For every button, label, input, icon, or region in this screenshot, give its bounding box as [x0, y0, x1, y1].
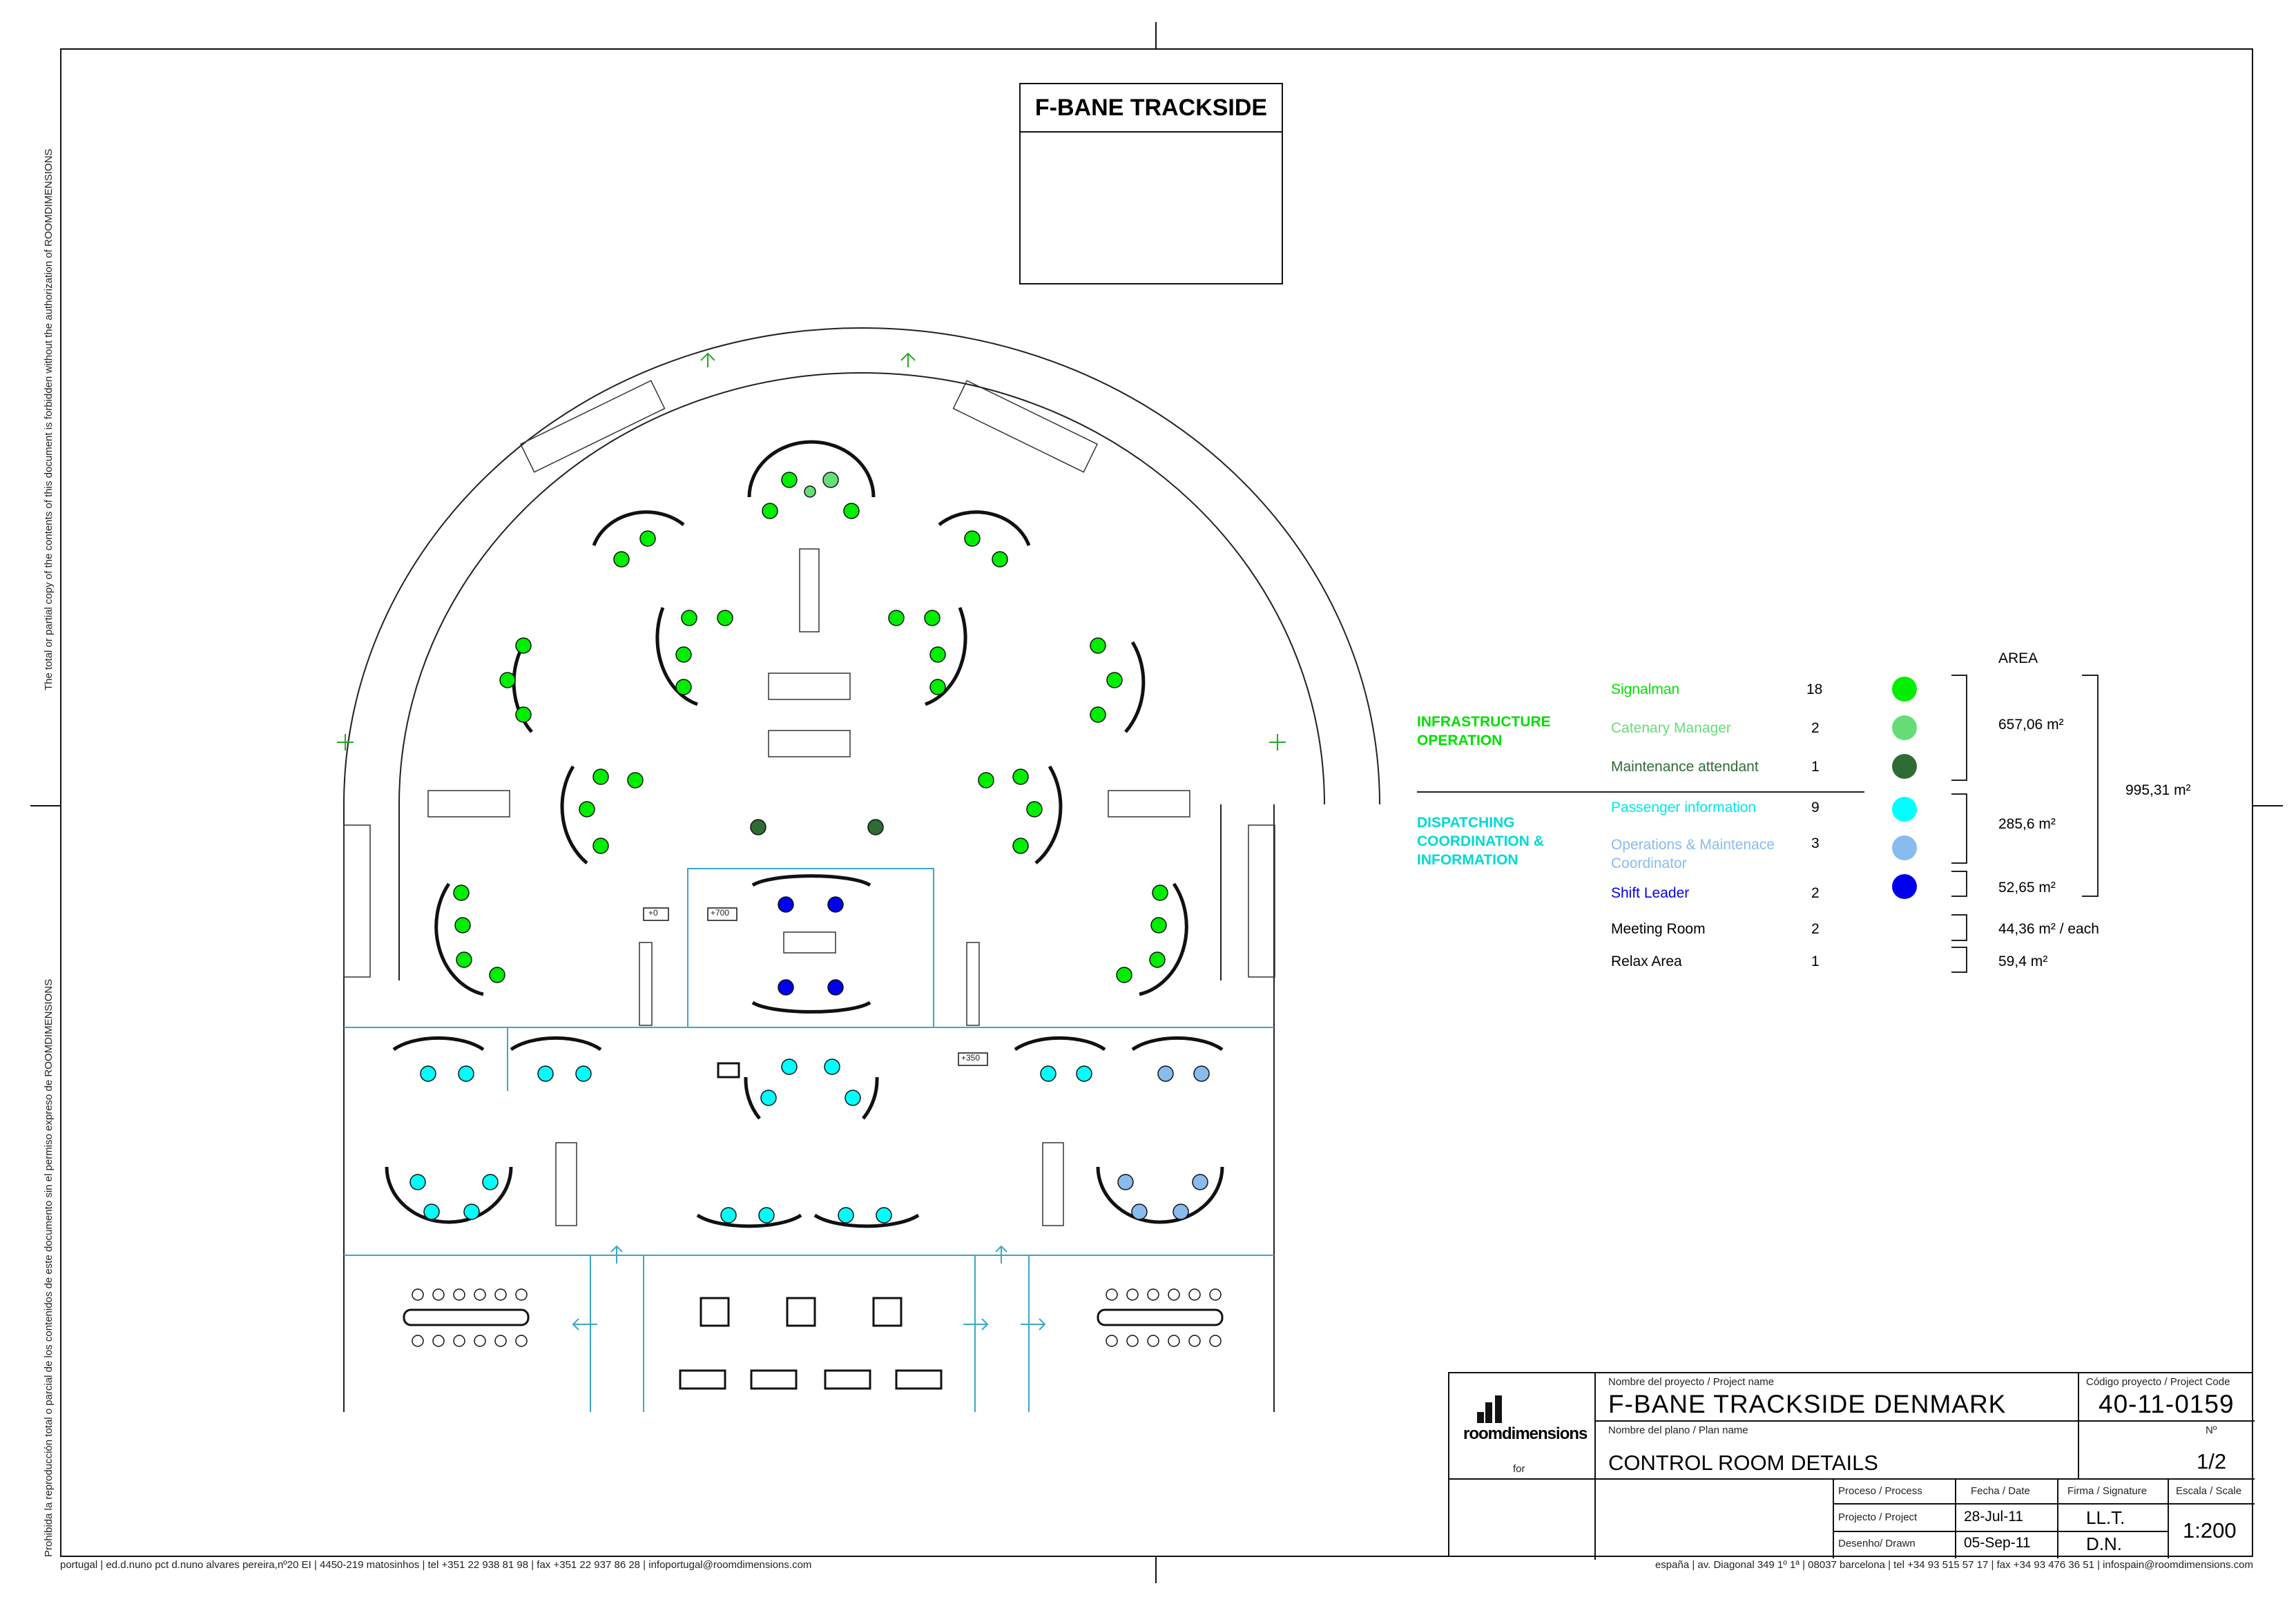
- for-label: for: [1513, 1463, 1525, 1475]
- date-row: 05-Sep-11: [1964, 1535, 2031, 1551]
- legend-color-swatch: [1892, 874, 1917, 899]
- legend-role-name: Maintenance attendant: [1611, 759, 1759, 775]
- legend-role-count: 18: [1806, 681, 1823, 697]
- level-mark: +350: [961, 1053, 981, 1063]
- company-logo-text: roomdimensions: [1463, 1424, 1588, 1443]
- center-mark-right: [2253, 805, 2283, 806]
- legend-color-swatch: [1892, 797, 1917, 822]
- sheet-title-box: F-BANE TRACKSIDE: [1019, 83, 1283, 284]
- legend-role-name: Passenger information: [1611, 800, 1757, 815]
- level-mark: +700: [711, 908, 730, 918]
- legend-role-name: Relax Area: [1611, 954, 1682, 969]
- scale-label: Escala / Scale: [2176, 1485, 2242, 1497]
- drawing-frame: [60, 48, 2253, 1557]
- plan-name: CONTROL ROOM DETAILS: [1608, 1451, 1878, 1475]
- signature-row: LL.T.: [2086, 1507, 2125, 1528]
- process-label: Proceso / Process: [1838, 1485, 1922, 1497]
- signature-label: Firma / Signature: [2067, 1485, 2148, 1497]
- legend-role-name: Operations & Maintenace Coordinator: [1611, 837, 1775, 871]
- project-name-label: Nombre del proyecto / Project name: [1608, 1376, 1775, 1388]
- company-logo: roomdimensions: [1458, 1393, 1588, 1448]
- legend-area-value: 52,65 m²: [1998, 880, 2056, 896]
- legend-role-count: 1: [1811, 954, 1820, 969]
- plan-name-label: Nombre del plano / Plan name: [1608, 1424, 1748, 1436]
- inner-dome-wall: [398, 372, 1325, 805]
- legend-area-value: 285,6 m²: [1998, 816, 2056, 832]
- legend-area-value: 657,06 m²: [1998, 717, 2064, 733]
- date-label: Fecha / Date: [1971, 1485, 2030, 1497]
- legend-role-count: 2: [1811, 885, 1820, 901]
- process-row: Desenho/ Drawn: [1838, 1538, 1916, 1549]
- legend-area-value: 59,4 m²: [1998, 954, 2048, 969]
- level-mark: +0: [648, 908, 658, 918]
- project-code-label: Código proyecto / Project Code: [2086, 1376, 2230, 1388]
- legend-role-count: 2: [1811, 921, 1820, 937]
- signature-row: D.N.: [2086, 1534, 2122, 1554]
- sheet-number: 1/2: [2197, 1449, 2227, 1473]
- legend-category-infrastructure: INFRASTRUCTURE OPERATION: [1417, 714, 1551, 748]
- legend-color-swatch: [1892, 715, 1917, 740]
- legend-role-name: Meeting Room: [1611, 921, 1706, 937]
- legend-role-count: 1: [1811, 759, 1820, 775]
- project-name: F-BANE TRACKSIDE DENMARK: [1608, 1390, 2007, 1418]
- legend-role-name: Shift Leader: [1611, 885, 1690, 901]
- footer-portugal: portugal | ed.d.nuno pct d.nuno alvares …: [60, 1559, 812, 1571]
- center-mark-left: [30, 805, 60, 806]
- legend-area-total: 995,31 m²: [2125, 782, 2191, 798]
- legend-area-header: AREA: [1998, 650, 2038, 666]
- number-label: Nº: [2206, 1424, 2217, 1436]
- scale-value: 1:200: [2183, 1518, 2237, 1543]
- legend-category-dispatching: DISPATCHING COORDINATION & INFORMATION: [1417, 815, 1544, 868]
- sheet-title: F-BANE TRACKSIDE: [1021, 84, 1282, 133]
- footer-spain: españa | av. Diagonal 349 1º 1ª | 08037 …: [1655, 1559, 2253, 1571]
- legend-role-name: Signalman: [1611, 681, 1680, 697]
- legend-role-name: Catenary Manager: [1611, 720, 1731, 736]
- date-row: 28-Jul-11: [1964, 1509, 2023, 1525]
- outer-dome-wall: [343, 327, 1380, 805]
- process-row: Projecto / Project: [1838, 1511, 1918, 1523]
- project-code: 40-11-0159: [2099, 1390, 2235, 1418]
- legend-role-count: 3: [1811, 835, 1820, 851]
- legend-color-swatch: [1892, 754, 1917, 779]
- title-block: roomdimensions for Nombre del proyecto /…: [1448, 1372, 2255, 1560]
- legend-area-value: 44,36 m² / each: [1998, 921, 2099, 937]
- legend-color-swatch: [1892, 677, 1917, 702]
- legend-role-count: 9: [1811, 800, 1820, 815]
- legend-color-swatch: [1892, 835, 1917, 860]
- center-mark-top: [1155, 22, 1157, 48]
- center-mark-bottom: [1155, 1557, 1157, 1583]
- legend-role-count: 2: [1811, 720, 1820, 736]
